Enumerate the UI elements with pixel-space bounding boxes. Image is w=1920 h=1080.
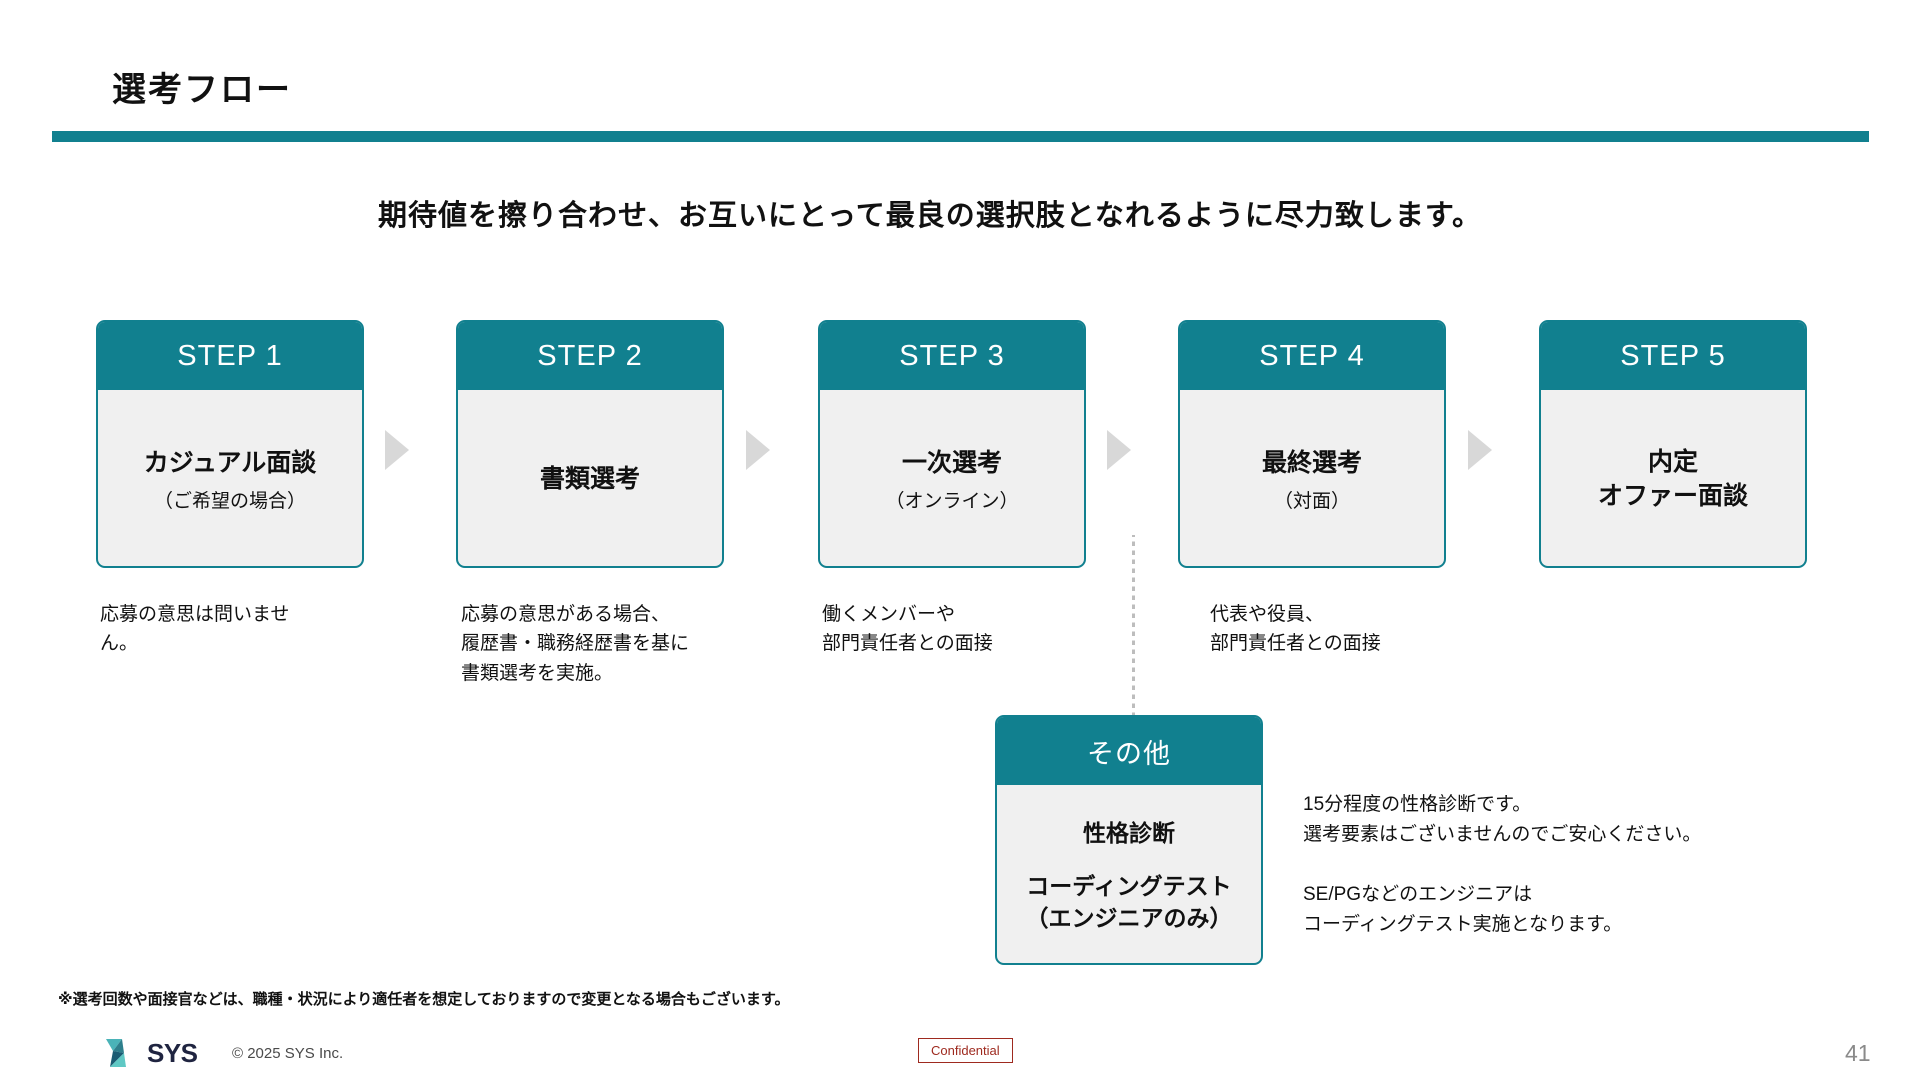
confidential-badge: Confidential <box>918 1038 1013 1063</box>
step-1-title: カジュアル面談 <box>143 448 317 477</box>
copyright-text: © 2025 SYS Inc. <box>232 1045 344 1062</box>
step-caption-3: 働くメンバーや 部門責任者との面接 <box>822 604 993 655</box>
page-title: 選考フロー <box>112 71 292 109</box>
step-card-4[interactable]: STEP 4 最終選考 （対面） <box>1178 320 1446 568</box>
step-4-header: STEP 4 <box>1180 322 1444 390</box>
company-logo-text: SYS <box>147 1037 198 1068</box>
note-coding-test: SE/PGなどのエンジニアは コーディングテスト実施となります。 <box>1303 884 1623 936</box>
other-card-line-1: 性格診断 <box>1083 820 1175 847</box>
step-card-2[interactable]: STEP 2 書類選考 <box>456 320 724 568</box>
step-2-title: 書類選考 <box>539 465 640 494</box>
step-3-title: 一次選考 <box>901 448 1002 477</box>
step-2-body: 書類選考 <box>458 390 722 566</box>
step-5-header: STEP 5 <box>1541 322 1805 390</box>
step-1-subtitle: （ご希望の場合） <box>153 491 306 513</box>
step-caption-4: 代表や役員、 部門責任者との面接 <box>1210 604 1381 655</box>
slide-footnote: ※選考回数や面接官などは、職種・状況により適任者を想定しておりますので変更となる… <box>58 991 790 1008</box>
step-1-header: STEP 1 <box>98 322 362 390</box>
sys-logo-mark-icon <box>104 1037 138 1069</box>
flow-arrow-icon-1 <box>385 430 409 470</box>
other-card-header: その他 <box>997 717 1261 785</box>
step-caption-2: 応募の意思がある場合、 履歴書・職務経歴書を基に 書類選考を実施。 <box>461 604 690 684</box>
flow-arrow-icon-4 <box>1468 430 1492 470</box>
step-1-body: カジュアル面談 （ご希望の場合） <box>98 390 362 566</box>
page-number: 41 <box>1845 1040 1871 1066</box>
title-divider <box>52 131 1869 142</box>
other-card-line-2: コーディングテスト （エンジニアのみ） <box>1025 873 1233 931</box>
step-4-subtitle: （対面） <box>1273 491 1350 513</box>
step-3-header: STEP 3 <box>820 322 1084 390</box>
note-personality-test: 15分程度の性格診断です。 選考要素はございませんのでご安心ください。 <box>1303 794 1702 846</box>
step-card-5[interactable]: STEP 5 内定 オファー面談 <box>1539 320 1807 568</box>
step-card-1[interactable]: STEP 1 カジュアル面談 （ご希望の場合） <box>96 320 364 568</box>
dotted-connector-line <box>1132 535 1135 719</box>
step-5-title: 内定 オファー面談 <box>1597 448 1748 510</box>
company-logo: SYS <box>104 1037 198 1069</box>
slide-subtitle: 期待値を擦り合わせ、お互いにとって最良の選択肢となれるように尽力致します。 <box>378 200 1482 232</box>
other-card[interactable]: その他 性格診断 コーディングテスト （エンジニアのみ） <box>995 715 1263 965</box>
other-card-body: 性格診断 コーディングテスト （エンジニアのみ） <box>997 785 1261 963</box>
step-4-title: 最終選考 <box>1261 448 1362 477</box>
step-5-body: 内定 オファー面談 <box>1541 390 1805 566</box>
flow-arrow-icon-2 <box>746 430 770 470</box>
step-3-subtitle: （オンライン） <box>885 491 1019 513</box>
step-caption-1: 応募の意思は問いませ ん。 <box>100 604 290 655</box>
step-2-header: STEP 2 <box>458 322 722 390</box>
step-card-3[interactable]: STEP 3 一次選考 （オンライン） <box>818 320 1086 568</box>
step-3-body: 一次選考 （オンライン） <box>820 390 1084 566</box>
flow-arrow-icon-3 <box>1107 430 1131 470</box>
step-4-body: 最終選考 （対面） <box>1180 390 1444 566</box>
